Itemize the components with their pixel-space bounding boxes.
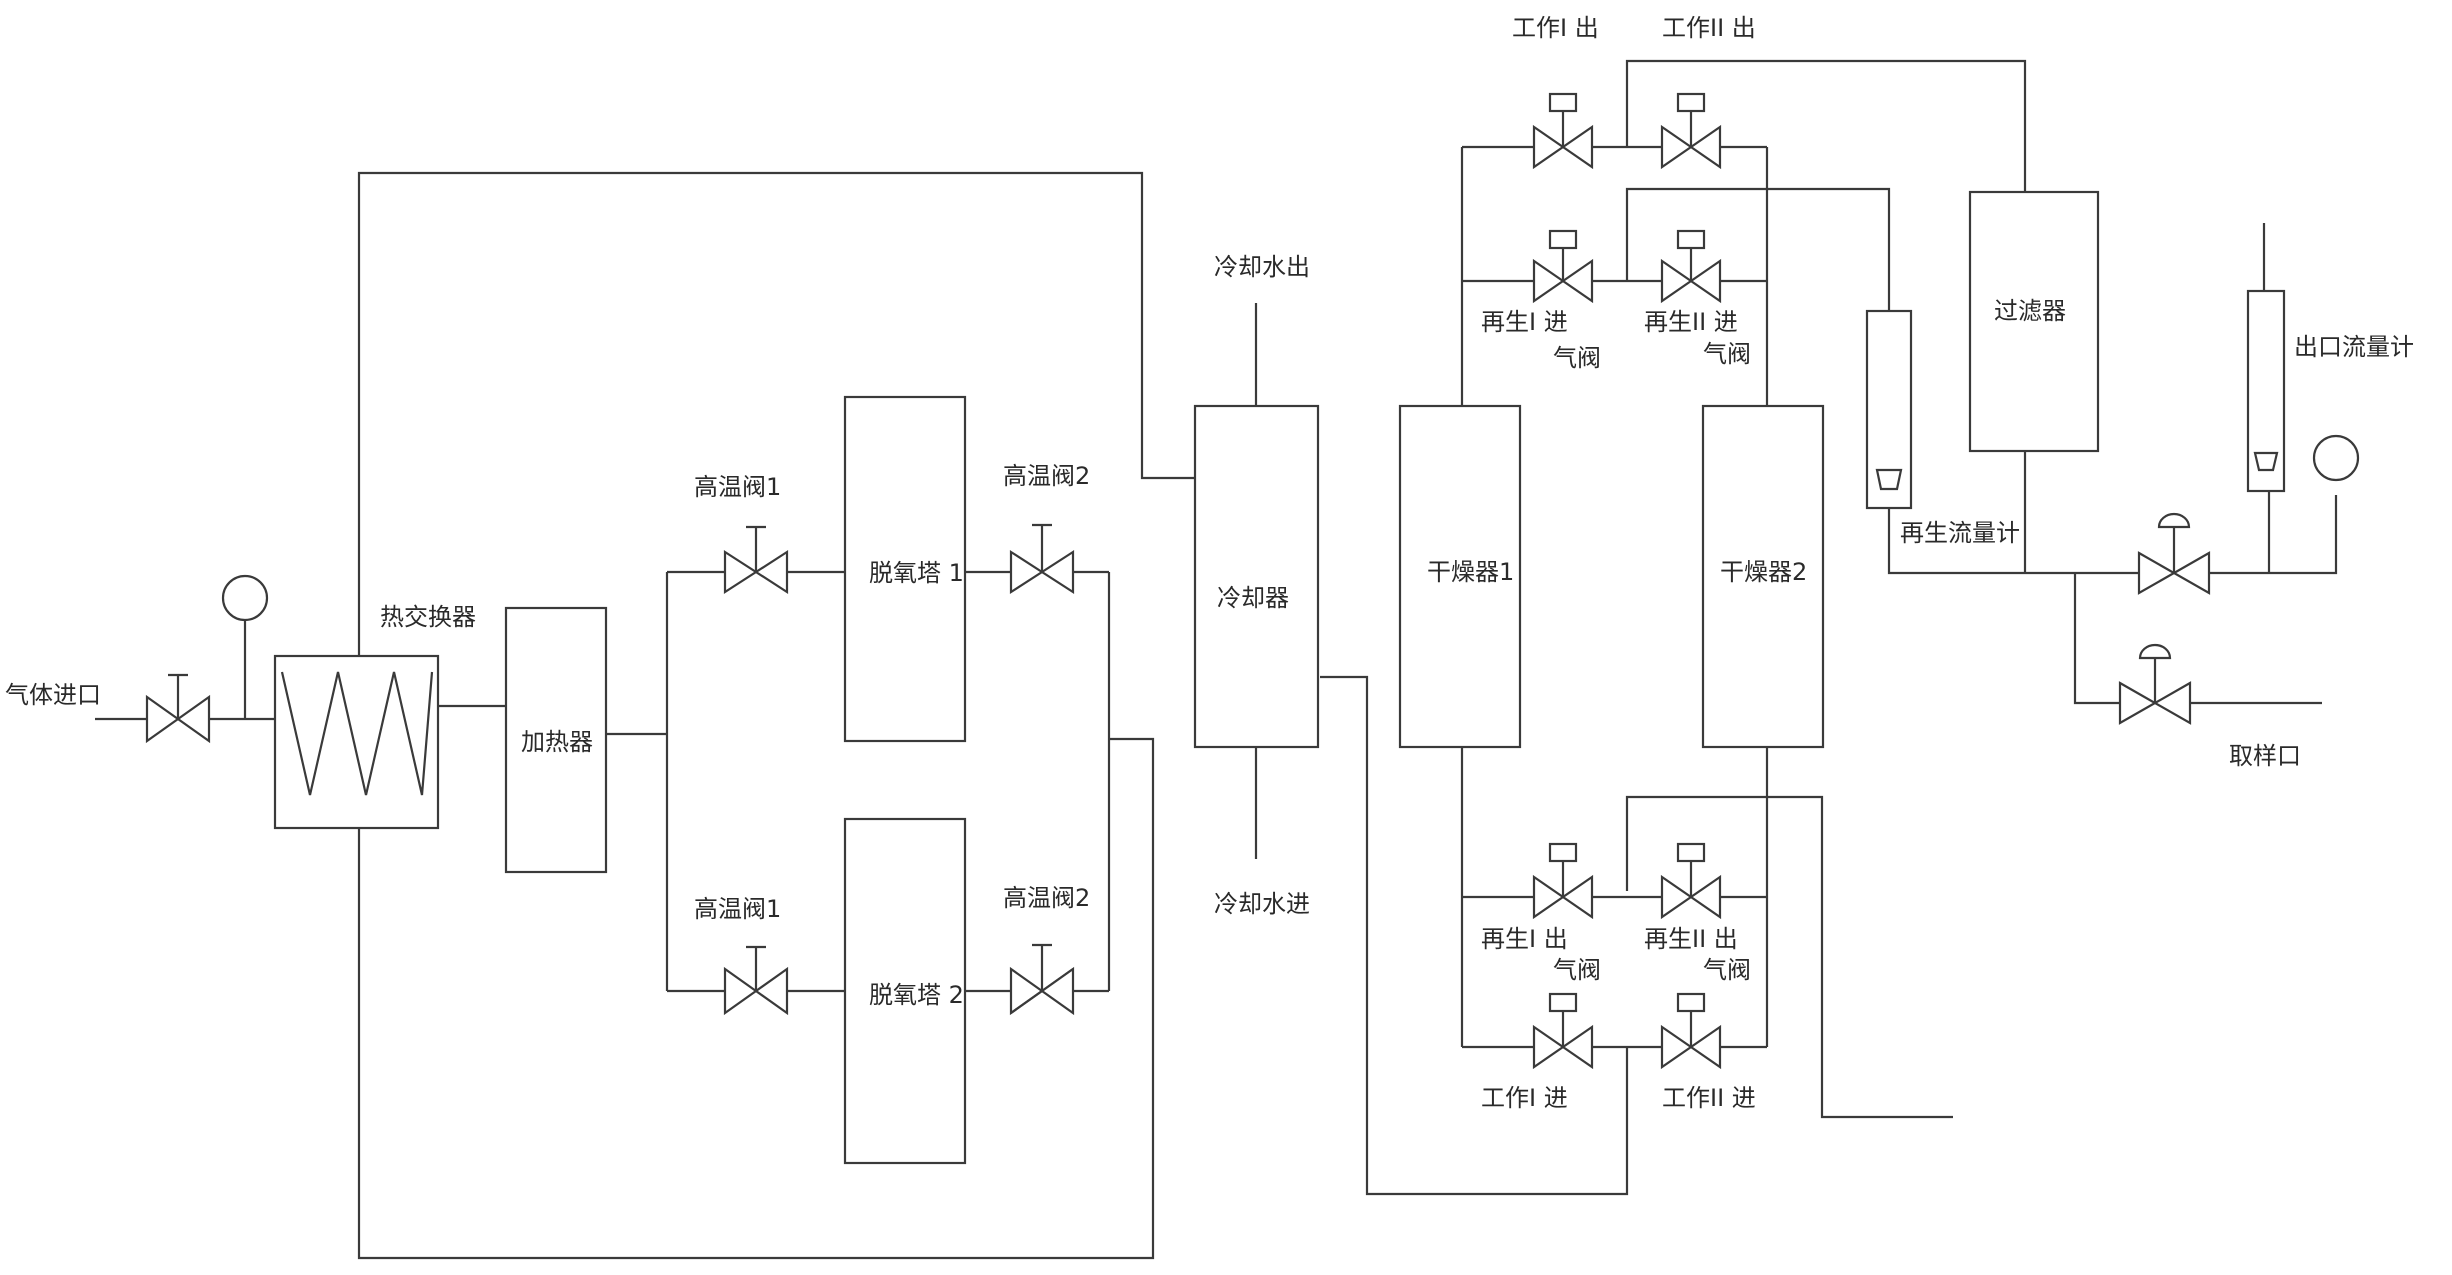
inlet-valve-icon bbox=[145, 673, 211, 744]
regen2-out-valve-icon bbox=[1660, 842, 1722, 920]
deox2-label: 脱氧塔 2 bbox=[869, 981, 964, 1009]
heat-exchanger bbox=[273, 654, 440, 830]
heat-exchanger-label: 热交换器 bbox=[380, 603, 476, 631]
regen2-in-label: 再生II 进 bbox=[1644, 308, 1738, 336]
regen1-in-gas-valve-label: 气阀 bbox=[1553, 344, 1601, 372]
cooling-water-out-label: 冷却水出 bbox=[1214, 253, 1310, 281]
regen1-out-label: 再生I 出 bbox=[1481, 925, 1568, 953]
work1-out-label: 工作I 出 bbox=[1512, 14, 1599, 42]
cooler-label: 冷却器 bbox=[1217, 584, 1289, 612]
sampling-valve-icon bbox=[2118, 643, 2192, 725]
regen2-in-gas-valve-label: 气阀 bbox=[1703, 340, 1751, 368]
high-temp-valve-2-top-icon bbox=[1009, 523, 1075, 595]
work2-out-valve-icon bbox=[1660, 92, 1722, 170]
regen2-in-valve-icon bbox=[1660, 229, 1722, 304]
hv1-bottom-label: 高温阀1 bbox=[694, 895, 781, 923]
sampling-port-label: 取样口 bbox=[2229, 742, 2301, 770]
work1-out-valve-icon bbox=[1532, 92, 1594, 170]
hv1-top-label: 高温阀1 bbox=[694, 473, 781, 501]
high-temp-valve-1-top-icon bbox=[723, 525, 789, 595]
deoxidizer-1 bbox=[843, 395, 967, 743]
dryer2-label: 干燥器2 bbox=[1720, 558, 1807, 586]
filter-label: 过滤器 bbox=[1994, 297, 2066, 325]
pressure-gauge-icon bbox=[221, 574, 269, 719]
outlet-valve-icon bbox=[2137, 512, 2211, 595]
outlet-flowmeter-label: 出口流量计 bbox=[2294, 333, 2414, 361]
regen1-in-label: 再生I 进 bbox=[1481, 308, 1568, 336]
labels: 气体进口 热交换器 加热器 高温阀1 高温阀2 高温阀1 高温阀2 脱氧塔 1 … bbox=[5, 14, 2414, 1112]
hv2-bottom-label: 高温阀2 bbox=[1003, 884, 1090, 912]
regen-flowmeter bbox=[1865, 309, 1913, 510]
hv2-top-label: 高温阀2 bbox=[1003, 462, 1090, 490]
outlet-pressure-gauge-icon bbox=[2312, 434, 2360, 482]
work1-in-valve-icon bbox=[1532, 992, 1594, 1070]
cooling-water-in-label: 冷却水进 bbox=[1214, 890, 1310, 918]
dryer-manifold-lines bbox=[1462, 145, 1767, 1049]
cooler bbox=[1193, 404, 1320, 749]
high-temp-valve-2-bottom-icon bbox=[1009, 943, 1075, 1016]
regen2-out-label: 再生II 出 bbox=[1644, 925, 1738, 953]
work1-in-label: 工作I 进 bbox=[1481, 1084, 1568, 1112]
work2-in-valve-icon bbox=[1660, 992, 1722, 1070]
regen1-in-valve-icon bbox=[1532, 229, 1594, 304]
heater-label: 加热器 bbox=[521, 728, 593, 756]
dryer-1 bbox=[1398, 404, 1522, 749]
deox1-label: 脱氧塔 1 bbox=[869, 559, 964, 587]
dryer1-label: 干燥器1 bbox=[1427, 558, 1514, 586]
work2-in-label: 工作II 进 bbox=[1662, 1084, 1756, 1112]
regen1-out-valve-icon bbox=[1532, 842, 1594, 920]
heater bbox=[504, 606, 608, 874]
outlet-flowmeter bbox=[2246, 289, 2286, 493]
regen2-out-gas-valve-label: 气阀 bbox=[1703, 956, 1751, 984]
gas-inlet-label: 气体进口 bbox=[5, 681, 101, 709]
deoxidizer-2 bbox=[843, 817, 967, 1165]
regen1-out-gas-valve-label: 气阀 bbox=[1553, 956, 1601, 984]
work2-out-label: 工作II 出 bbox=[1662, 14, 1756, 42]
high-temp-valve-1-bottom-icon bbox=[723, 945, 789, 1016]
filter bbox=[1968, 190, 2100, 453]
regen-flowmeter-label: 再生流量计 bbox=[1900, 519, 2020, 547]
dryer-2 bbox=[1701, 404, 1825, 749]
